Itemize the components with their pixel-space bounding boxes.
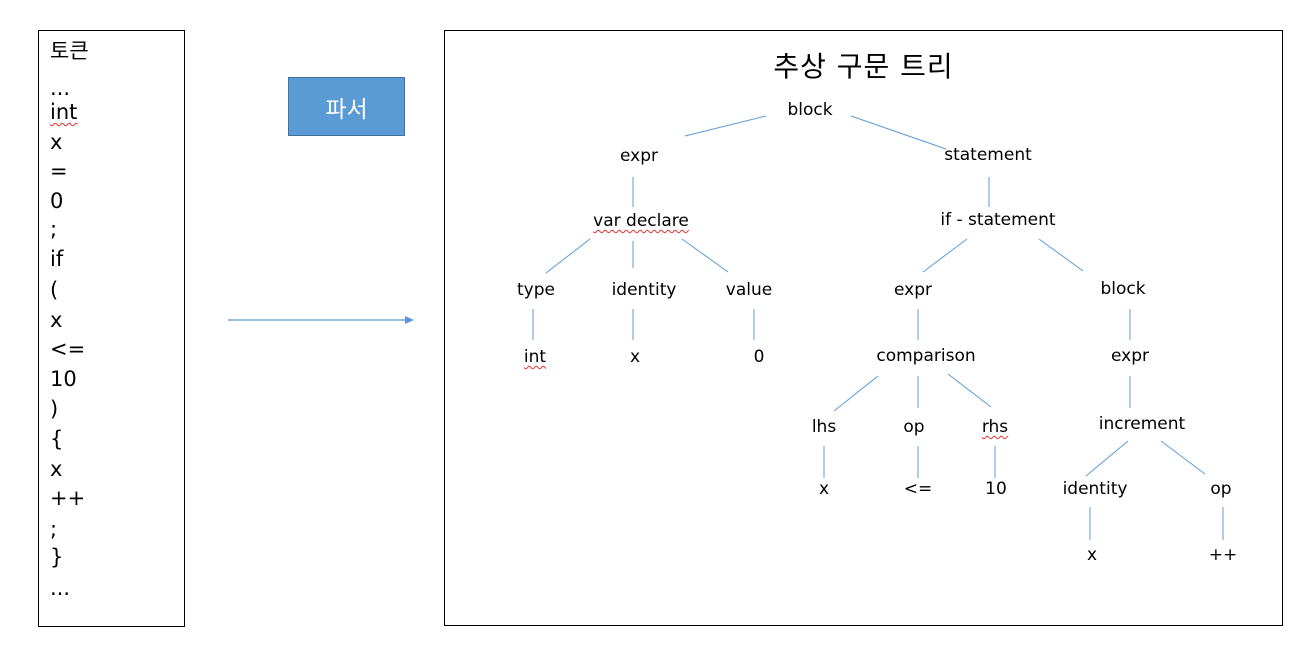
- flow-arrow-head: [405, 316, 414, 324]
- token-item: 0: [50, 189, 64, 213]
- node-block-root: block: [787, 100, 833, 120]
- node-x-lhs: x: [818, 479, 830, 499]
- ast-title: 추상 구문 트리: [773, 50, 954, 83]
- node-op: op: [903, 417, 925, 437]
- node-rhs: rhs: [981, 417, 1009, 437]
- token-item: ++: [50, 486, 86, 510]
- token-item: ...: [50, 576, 71, 600]
- token-item: ): [50, 397, 59, 421]
- edge-block-statement: [850, 115, 947, 150]
- token-header: 토큰: [50, 39, 89, 63]
- node-ten: 10: [985, 479, 1007, 499]
- node-int: int: [523, 347, 547, 367]
- node-x: x: [629, 347, 641, 367]
- ast-box: 추상 구문 트리: [444, 30, 1283, 626]
- edge-if-expr: [922, 238, 968, 273]
- node-if-statement: if - statement: [940, 210, 1056, 230]
- node-x-inc: x: [1086, 545, 1098, 565]
- node-le: <=: [903, 479, 933, 499]
- token-item: =: [50, 159, 68, 183]
- edge-comparison-rhs: [947, 373, 992, 408]
- parser-label: 파서: [325, 96, 368, 123]
- node-value: value: [725, 280, 773, 300]
- edge-comparison-lhs: [833, 375, 879, 412]
- token-item: }: [50, 545, 64, 569]
- token-item: 10: [50, 367, 77, 391]
- token-item: {: [50, 427, 64, 451]
- node-identity: identity: [611, 280, 677, 300]
- node-expr-if: expr: [893, 280, 933, 300]
- parser-box: 파서: [288, 77, 405, 136]
- node-comparison: comparison: [876, 346, 976, 366]
- node-statement: statement: [944, 145, 1032, 165]
- edge-increment-identity: [1085, 440, 1129, 477]
- node-lhs: lhs: [811, 417, 837, 437]
- token-item: x: [50, 457, 63, 481]
- node-expr: expr: [619, 146, 659, 166]
- edge-vardeclare-type: [545, 238, 591, 274]
- edge-vardeclare-value: [681, 238, 729, 273]
- node-pp: ++: [1208, 545, 1238, 565]
- token-item: ;: [50, 517, 58, 541]
- edge-block-expr: [684, 115, 767, 137]
- node-type: type: [517, 280, 555, 300]
- tree-edges: [532, 115, 1224, 540]
- token-item: x: [50, 308, 63, 332]
- token-item: (: [50, 278, 59, 302]
- node-op-inc: op: [1210, 479, 1232, 499]
- token-item: <=: [50, 337, 86, 361]
- node-increment: increment: [1098, 414, 1186, 434]
- node-zero: 0: [753, 347, 765, 367]
- node-expr-block: expr: [1110, 346, 1150, 366]
- node-var-declare: var declare: [593, 211, 689, 231]
- node-identity-inc: identity: [1062, 479, 1128, 499]
- token-item: x: [50, 130, 63, 154]
- token-item: int: [50, 100, 78, 124]
- token-list-box: 토큰 ... int x = 0 ; if ( x <= 10 ) { x ++…: [38, 30, 185, 627]
- token-item: if: [50, 247, 64, 271]
- token-item: ...: [50, 76, 71, 100]
- edge-if-block: [1038, 238, 1084, 272]
- token-item: ;: [50, 217, 58, 241]
- node-block-if: block: [1100, 279, 1146, 299]
- edge-increment-op: [1160, 440, 1206, 475]
